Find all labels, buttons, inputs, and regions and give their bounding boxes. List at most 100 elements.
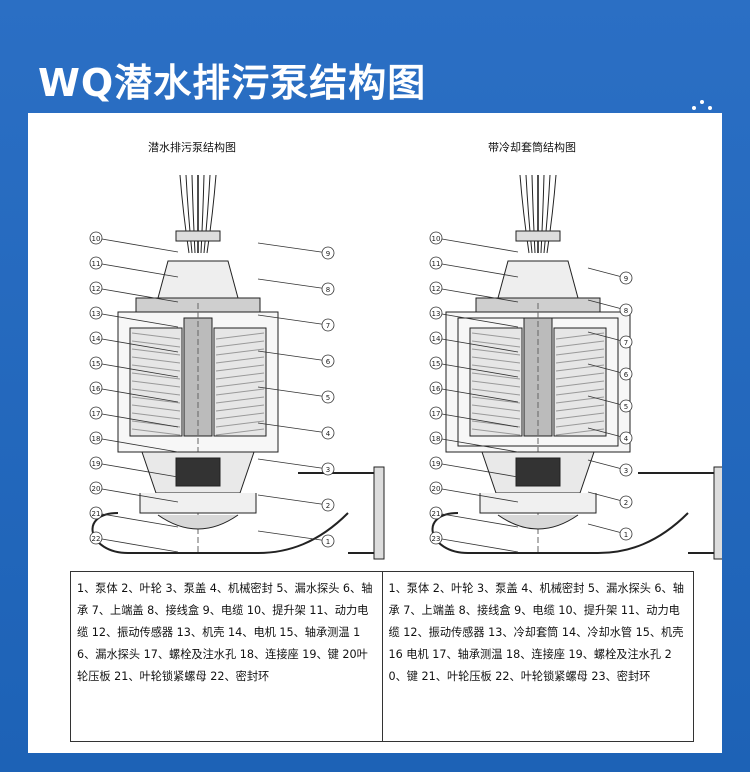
legend-table: 1、泵体 2、叶轮 3、泵盖 4、机械密封 5、漏水探头 6、轴承 7、上端盖 …	[70, 571, 694, 742]
callout-marker	[429, 456, 443, 470]
winding-line	[131, 356, 181, 364]
callout-marker	[429, 531, 443, 545]
page-title: WQ潜水排污泵结构图	[38, 61, 427, 105]
winding-line	[215, 372, 265, 380]
callout-leader	[587, 331, 627, 343]
callout-leader	[95, 487, 179, 503]
winding-line	[215, 340, 265, 348]
volute	[91, 512, 349, 554]
callout-marker	[321, 318, 335, 332]
callout-marker	[429, 381, 443, 395]
callout-number: 14	[432, 335, 441, 343]
callout-number: 11	[432, 260, 441, 268]
callout-marker	[429, 356, 443, 370]
callout-marker	[321, 246, 335, 260]
callout-number: 15	[92, 360, 101, 368]
discharge-flange	[713, 466, 722, 560]
callout-number: 8	[326, 286, 330, 294]
callout-marker	[89, 456, 103, 470]
winding-line	[471, 412, 521, 420]
cable	[206, 174, 217, 254]
winding-line	[131, 388, 181, 396]
callout-number: 17	[92, 410, 101, 418]
pump-diagrams: 1011121314151617181920212298765432110111…	[89, 174, 722, 560]
winding-line	[471, 332, 521, 340]
callout-marker	[619, 367, 633, 381]
callout-number: 20	[432, 485, 441, 493]
callout-marker	[429, 481, 443, 495]
top-cover	[497, 260, 579, 299]
callout-marker	[89, 531, 103, 545]
callout-marker	[619, 431, 633, 445]
callout-number: 5	[624, 403, 628, 411]
winding-line	[215, 428, 265, 436]
callout-number: 14	[92, 335, 101, 343]
winding-line	[555, 380, 605, 388]
winding-line	[131, 380, 181, 388]
callout-number: 17	[432, 410, 441, 418]
callout-number: 12	[432, 285, 441, 293]
cable	[203, 174, 211, 254]
winding-line	[555, 404, 605, 412]
callout-leader	[257, 386, 329, 398]
callout-leader	[95, 337, 179, 353]
legend-right: 1、泵体 2、叶轮 3、泵盖 4、机械密封 5、漏水探头 6、轴承 7、上端盖 …	[381, 572, 694, 741]
callout-marker	[321, 534, 335, 548]
callout-leader	[95, 387, 179, 403]
winding-line	[471, 380, 521, 388]
winding-line	[131, 340, 181, 348]
callout-leader	[435, 487, 519, 503]
callout-marker	[321, 390, 335, 404]
callout-marker	[429, 231, 443, 245]
winding-line	[215, 420, 265, 428]
impeller	[157, 514, 239, 530]
callout-leader	[587, 267, 627, 279]
winding-line	[215, 356, 265, 364]
callout-marker	[89, 281, 103, 295]
callout-marker	[321, 426, 335, 440]
callout-marker	[619, 271, 633, 285]
callout-number: 13	[432, 310, 441, 318]
callout-marker	[89, 481, 103, 495]
mechanical-seal	[515, 457, 561, 487]
winding-line	[215, 396, 265, 404]
callout-leader	[435, 262, 519, 278]
callout-number: 9	[326, 250, 330, 258]
callout-marker	[89, 381, 103, 395]
winding-line	[471, 396, 521, 404]
callout-marker	[89, 331, 103, 345]
cable	[531, 174, 536, 254]
cable	[179, 174, 190, 254]
pump-cover	[479, 493, 597, 514]
callout-number: 22	[92, 535, 101, 543]
winding-line	[555, 420, 605, 428]
callout-number: 7	[326, 322, 330, 330]
callout-leader	[435, 312, 519, 328]
winding-line	[471, 388, 521, 396]
pump-cover	[139, 493, 257, 514]
callout-number: 3	[624, 467, 628, 475]
callout-marker	[619, 463, 633, 477]
callout-marker	[429, 281, 443, 295]
legend-left: 1、泵体 2、叶轮 3、泵盖 4、机械密封 5、漏水探头 6、轴承 7、上端盖 …	[77, 582, 373, 683]
winding-line	[471, 404, 521, 412]
callout-leader	[95, 512, 179, 528]
callout-leader	[95, 262, 179, 278]
callout-leader	[257, 278, 329, 290]
winding-line	[131, 348, 181, 356]
callout-number: 4	[624, 435, 629, 443]
callout-leader	[95, 237, 179, 253]
callout-leader	[257, 494, 329, 506]
callout-number: 20	[92, 485, 101, 493]
winding-line	[555, 340, 605, 348]
winding-line	[215, 364, 265, 372]
callout-leader	[95, 537, 179, 553]
callout-marker	[429, 431, 443, 445]
winding-line	[215, 412, 265, 420]
winding-line	[131, 364, 181, 372]
pump-drawing-left	[91, 174, 385, 560]
volute	[431, 512, 689, 554]
callout-marker	[619, 335, 633, 349]
callout-layer: 1011121314151617181920212298765432110111…	[89, 231, 633, 553]
